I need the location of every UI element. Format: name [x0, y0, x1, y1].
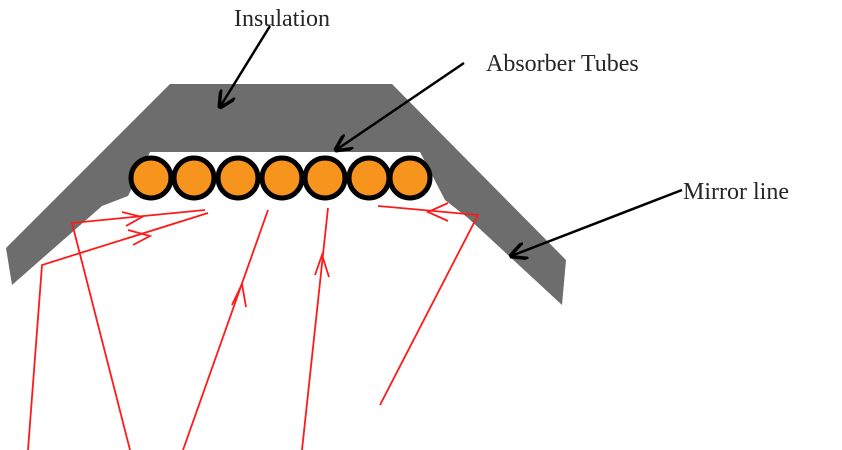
absorber-tubes-pointer-arrow — [336, 61, 465, 150]
ray-left-reflected-upper — [70, 209, 206, 450]
ray-left-reflected-lower — [27, 212, 209, 450]
ray-right-reflected — [377, 205, 480, 406]
sun-rays — [27, 202, 480, 450]
absorber-tube — [346, 155, 392, 201]
mirror-line-pointer-arrow — [511, 188, 683, 256]
ray-direct-2 — [301, 207, 329, 450]
insulation-label: Insulation — [234, 6, 330, 32]
absorber-tube — [215, 155, 261, 201]
ray-arrowhead — [127, 229, 153, 246]
receiver-housing — [6, 84, 566, 305]
insulation-pointer-arrow — [220, 25, 272, 107]
absorber-tube — [259, 155, 305, 201]
absorber-tube — [171, 155, 217, 201]
absorber-tube — [128, 155, 174, 201]
ray-arrowhead — [425, 202, 449, 222]
mirror-line-label: Mirror line — [683, 179, 789, 205]
absorber-tubes-label: Absorber Tubes — [486, 51, 639, 77]
ray-arrowhead — [231, 281, 247, 308]
ray-direct-1 — [182, 209, 269, 450]
absorber-tube — [387, 155, 433, 201]
ray-arrowhead — [121, 211, 145, 227]
ray-arrowhead — [314, 252, 330, 278]
absorber-tube — [302, 155, 348, 201]
absorber-tube-row — [128, 155, 433, 201]
